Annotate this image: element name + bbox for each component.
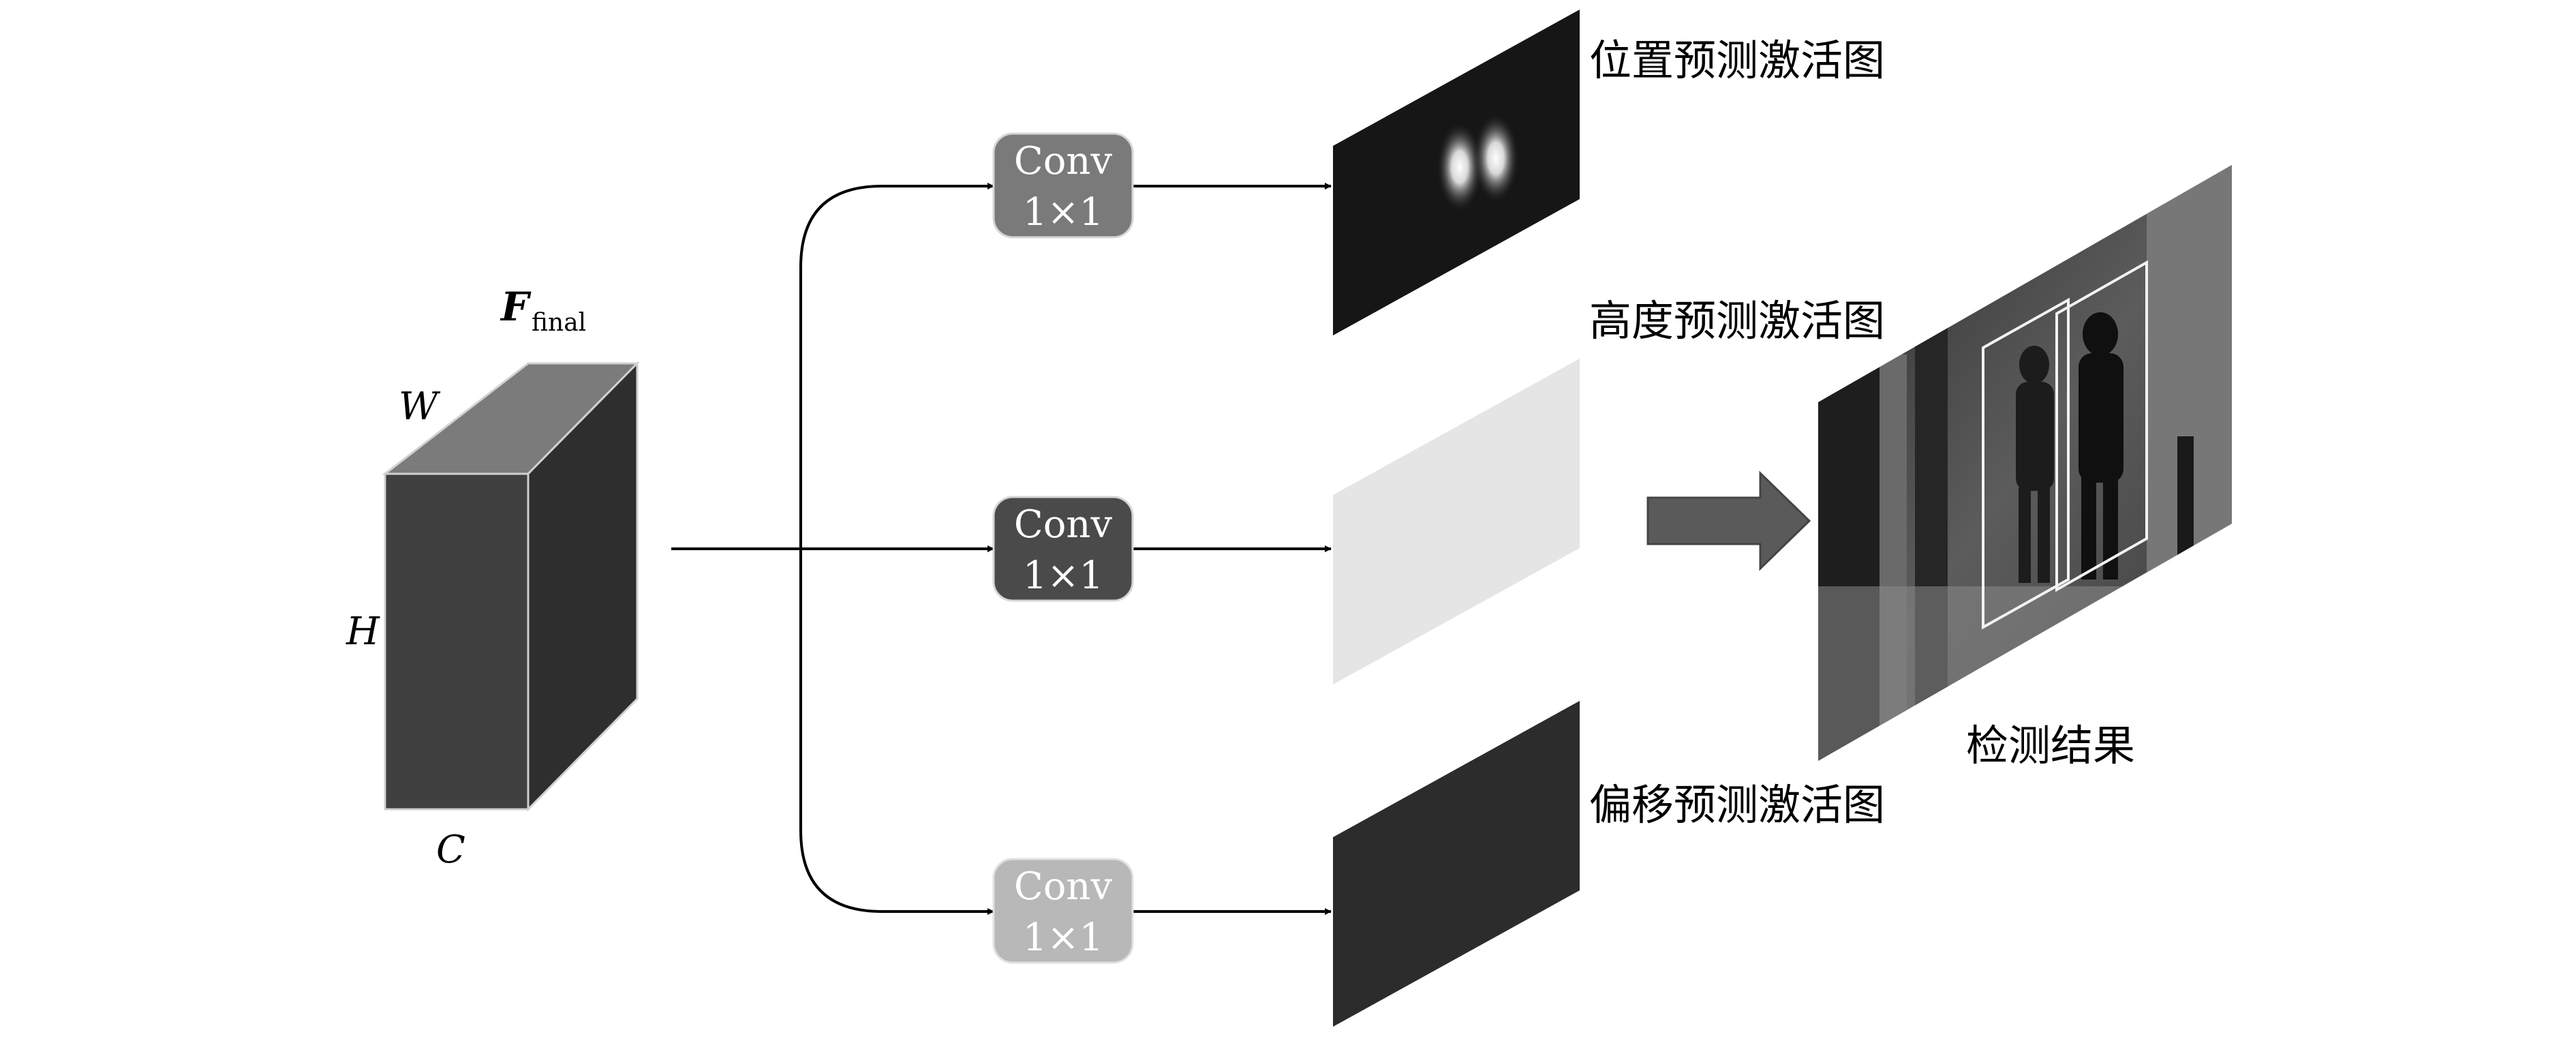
feature-map-cuboid bbox=[382, 361, 640, 812]
conv-block-middle-box bbox=[992, 496, 1134, 602]
detection-result-label: 检测结果 bbox=[1966, 721, 2135, 770]
conv-block-top: Conv 1×1 bbox=[992, 132, 1134, 239]
heatmap-peak-left bbox=[1437, 122, 1483, 212]
conv-block-middle-line2: 1×1 bbox=[1023, 554, 1103, 598]
pedestrian-right bbox=[2079, 312, 2123, 579]
dimension-label-w: W bbox=[399, 385, 441, 429]
dimension-label-h: H bbox=[346, 609, 380, 654]
conv-block-bottom-line2: 1×1 bbox=[1023, 916, 1103, 960]
pedestrian-left bbox=[2016, 346, 2054, 583]
bounding-box-right bbox=[2055, 260, 2148, 592]
connector-lines bbox=[671, 183, 1332, 915]
feature-map-symbol: F bbox=[500, 284, 532, 330]
dimension-label-c: C bbox=[436, 828, 465, 872]
branch-line-top bbox=[799, 183, 994, 550]
branch-line-bottom bbox=[799, 549, 994, 915]
scene-bollard bbox=[2177, 436, 2194, 559]
activation-map-location-label: 位置预测激活图 bbox=[1589, 35, 1885, 85]
activation-map-location bbox=[1333, 10, 1580, 335]
cuboid-front-face bbox=[384, 472, 530, 811]
conv-block-top-line1: Conv bbox=[1014, 139, 1113, 183]
activation-map-height-panel bbox=[1333, 359, 1580, 684]
conv-block-bottom-line1: Conv bbox=[1014, 864, 1113, 909]
activation-map-offset-panel bbox=[1333, 701, 1580, 1027]
conv-block-middle-line1: Conv bbox=[1014, 502, 1113, 547]
heatmap-peak-right bbox=[1473, 113, 1519, 203]
conv-block-top-line2: 1×1 bbox=[1023, 190, 1103, 235]
result-arrow bbox=[1646, 470, 1811, 571]
bounding-box-left bbox=[1982, 297, 2070, 630]
feature-map-title: F final bbox=[500, 284, 586, 337]
conv-block-middle: Conv 1×1 bbox=[992, 496, 1134, 602]
detection-result-image bbox=[1818, 165, 2232, 761]
feature-map-subscript: final bbox=[532, 309, 586, 337]
activation-map-offset-label: 偏移预测激活图 bbox=[1589, 780, 1885, 830]
conv-block-bottom-box bbox=[992, 858, 1134, 964]
activation-map-height-label: 高度预测激活图 bbox=[1589, 296, 1885, 346]
conv-block-bottom: Conv 1×1 bbox=[992, 858, 1134, 964]
conv-block-top-box bbox=[992, 132, 1134, 239]
